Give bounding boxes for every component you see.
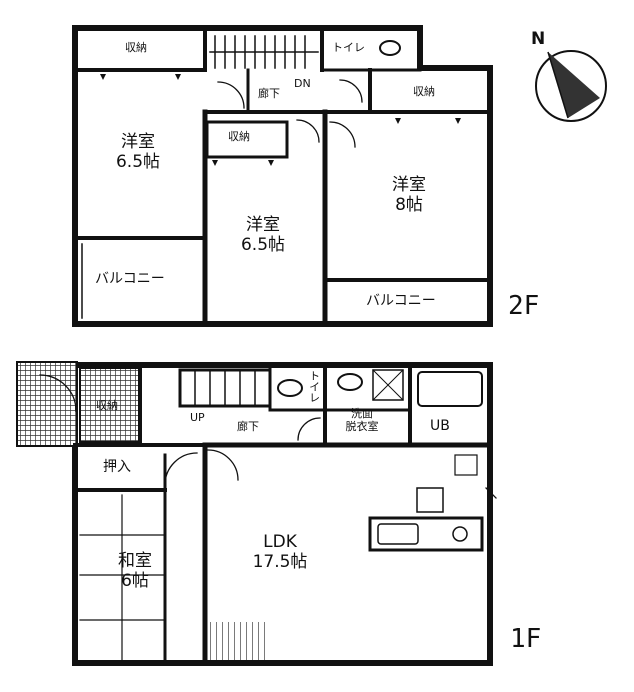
room-1f-unit-bath: UB [430,418,450,434]
room-1f-washitsu: 和室 6帖 [110,551,160,591]
room-1f-ldk: LDK 17.5帖 [242,532,318,572]
room-1f-closet: 押入 [103,459,131,475]
floor2-plan [72,25,493,327]
north-arrow-icon [535,50,607,122]
room-2f-toilet: トイレ [332,41,365,54]
room-size: 17.5帖 [252,551,308,572]
room-1f-hallway: 廊下 [237,420,259,433]
room-2f-storage-mid: 収納 [228,130,250,143]
floor-label-2f: 2F [508,291,540,321]
washroom-line1: 洗面 [351,407,373,420]
room-2f-balcony-left: バルコニー [95,271,165,287]
floor-label-1f: 1F [510,624,542,654]
washroom-line2: 脱衣室 [345,419,379,433]
room-2f-western-right: 洋室 8帖 [376,175,442,215]
room-2f-storage-right: 収納 [413,85,435,98]
room-name: 洋室 [121,132,155,152]
room-1f-toilet: トイレ [307,370,321,403]
room-name: LDK [263,532,297,552]
room-1f-storage-entry: 収納 [96,399,118,412]
room-name: 洋室 [392,175,426,195]
label-1f-up: UP [190,411,205,424]
room-2f-storage-top: 収納 [125,41,147,54]
room-size: 6帖 [121,570,149,591]
room-2f-balcony-right: バルコニー [366,293,436,309]
room-size: 6.5帖 [115,151,161,172]
room-name: 和室 [118,551,152,571]
room-size: 8帖 [395,194,423,215]
room-size: 6.5帖 [240,234,286,255]
room-name: 洋室 [246,215,280,235]
room-2f-western-mid: 洋室 6.5帖 [225,215,301,255]
room-1f-washroom: 洗面 脱衣室 [343,407,381,433]
label-2f-dn: DN [294,77,311,90]
compass-north-label: N [531,29,546,49]
room-2f-western-left: 洋室 6.5帖 [100,132,176,172]
room-2f-hallway: 廊下 [258,87,280,100]
floor1-plan [16,361,497,666]
